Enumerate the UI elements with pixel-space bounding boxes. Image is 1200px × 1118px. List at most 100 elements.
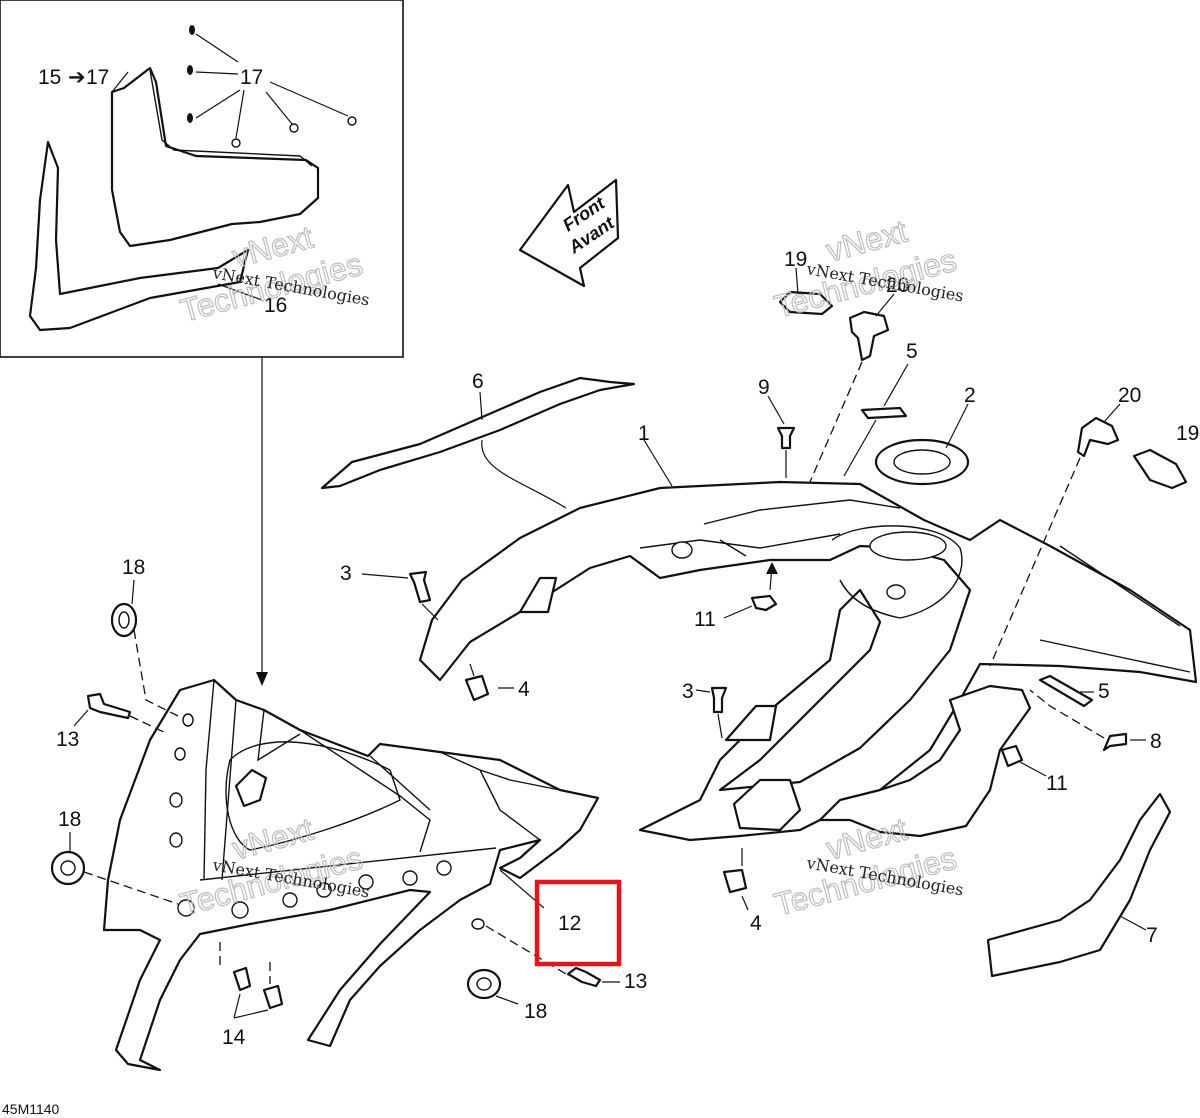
leader-11-lower (1019, 761, 1047, 777)
dash-18-top (133, 629, 179, 717)
callout-13-right: 13 (624, 970, 647, 993)
part-19-cap-left (778, 290, 834, 316)
callout-11-lower: 11 (1046, 772, 1068, 795)
leader-13-left (73, 709, 89, 727)
part-18-grommet-bottom (466, 968, 502, 1000)
part-2-fuel-ring (874, 438, 970, 486)
inset-grommet-1 (231, 138, 241, 148)
callout-9: 9 (758, 376, 770, 399)
part-13-screw-right (566, 966, 602, 988)
callout-3-lower: 3 (682, 680, 694, 703)
fairing-opening (225, 741, 401, 851)
callout-3-upper: 3 (340, 562, 352, 585)
callout-20-left: 20 (886, 274, 909, 297)
part-1-filler-opening (869, 531, 947, 561)
part-11-nut-upper (750, 594, 778, 612)
inset-windshield-edge (149, 69, 313, 167)
leader-20-left (875, 293, 895, 317)
leader-3-upper (361, 573, 439, 621)
fairing-panel-lines (199, 679, 561, 881)
inset-frame (0, 0, 404, 358)
front-direction-arrow: Front Avant (518, 178, 620, 288)
leader-18-top (131, 579, 135, 605)
part-1-screw-boss (671, 541, 693, 559)
drawing-code: 45M1140 (2, 1101, 60, 1117)
callout-5-upper: 5 (906, 340, 918, 363)
part-1-side-lines (1039, 545, 1191, 673)
callout-7: 7 (1146, 924, 1158, 947)
callout-labels: 1 2 3 3 4 4 5 5 6 7 8 9 11 11 12 13 13 1… (56, 248, 1199, 1049)
part-11-nut-lower (1000, 744, 1024, 768)
callout-18-bottom: 18 (524, 1000, 547, 1023)
leader-7 (1119, 915, 1147, 931)
inset-clip-1 (189, 25, 195, 35)
inset-windshield-panel (110, 66, 320, 248)
arrowhead-11-upper (766, 562, 778, 574)
part-14-clip-2 (262, 984, 284, 1010)
callout-6: 6 (472, 370, 484, 393)
leader-4-lower (741, 848, 749, 911)
front-arrow-shape (518, 178, 620, 288)
part-20-pin-right (1076, 416, 1120, 458)
leader-18-bottom (495, 995, 519, 1005)
part-5-pad-upper (860, 406, 908, 420)
inset-leaders (111, 71, 263, 301)
part-18-grommet-top (110, 602, 138, 638)
dash-13-left (129, 715, 169, 735)
right-side-bracket (818, 684, 1032, 838)
dash-13-right (485, 925, 567, 975)
part-7-trim-strip (986, 792, 1172, 978)
callout-16: 16 (264, 294, 287, 317)
inset-arrowhead (256, 672, 268, 686)
part-1-body-panel (418, 480, 1198, 842)
highlight-box-part-12 (534, 879, 622, 967)
fairing-mount (234, 768, 268, 808)
callout-13-left: 13 (56, 728, 79, 751)
callout-4-upper: 4 (518, 678, 530, 701)
callout-11-upper: 11 (694, 608, 716, 631)
inset-grommet-3 (347, 116, 357, 126)
part-3-screw-lower (710, 686, 728, 714)
part-1-tab-left (518, 576, 558, 614)
callout-18-top: 18 (122, 556, 145, 579)
leader-6 (479, 391, 567, 509)
dash-8 (1029, 689, 1105, 739)
part-8-screw (1102, 732, 1128, 752)
inset-grommet-2 (289, 123, 299, 133)
leader-1 (643, 439, 673, 487)
part-18-grommet-left (50, 850, 86, 886)
callout-2: 2 (964, 384, 976, 407)
part-1-filler-recess (831, 525, 963, 619)
fairing-holes (169, 713, 485, 930)
callout-1: 1 (638, 422, 650, 445)
part-5-pad-lower (1038, 674, 1094, 708)
callout-5-lower: 5 (1098, 680, 1110, 703)
callout-4-lower: 4 (750, 912, 762, 935)
callout-15: 15 (38, 66, 61, 89)
left-lower-fairing (102, 678, 600, 1072)
inset-leaders-17 (195, 33, 349, 139)
callout-17: 17 (240, 66, 263, 89)
part-20-pin-left (848, 310, 890, 362)
part-1-tab (724, 704, 778, 742)
dash-20-right (989, 457, 1081, 667)
leader-4-upper (469, 663, 514, 689)
callout-19-right: 19 (1176, 422, 1199, 445)
callout-8: 8 (1150, 730, 1162, 753)
dash-20-left (809, 361, 863, 483)
dash-18-left (83, 871, 179, 905)
dash-14 (219, 942, 271, 984)
callout-20-right: 20 (1118, 384, 1141, 407)
inset-detail: 15 ➔ 17 17 16 (0, 0, 404, 358)
leader-2 (945, 403, 969, 449)
inset-clip-3 (187, 113, 193, 123)
leader-20-right (1103, 403, 1121, 423)
part-19-cap-right (1132, 448, 1188, 490)
callout-14: 14 (222, 1026, 246, 1049)
part-6-strip (320, 376, 636, 490)
inset-side-trim (28, 140, 250, 332)
leader-19-left (795, 267, 799, 295)
part-4-clip-upper (464, 674, 490, 702)
